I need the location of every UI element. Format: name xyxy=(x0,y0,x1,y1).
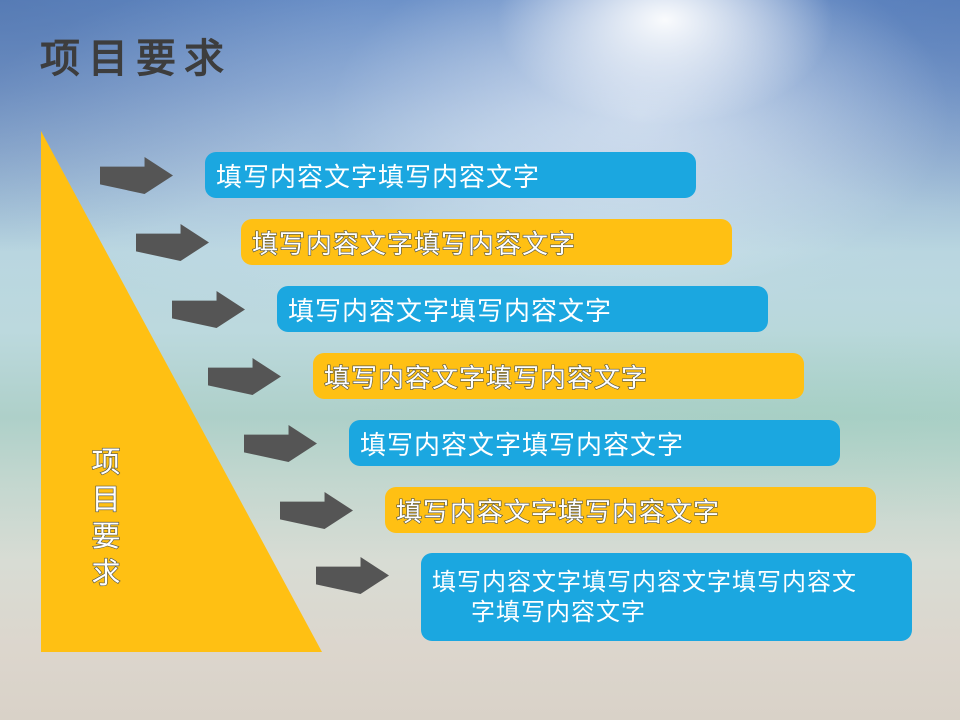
content-bar: 填写内容文字填写内容文字 xyxy=(241,219,732,265)
right-arrow-icon xyxy=(280,492,353,529)
page-title: 项目要求 xyxy=(40,36,232,82)
right-arrow-icon xyxy=(244,425,317,462)
content-bar-text: 填写内容文字填写内容文字 xyxy=(360,430,685,461)
content-bar: 填写内容文字填写内容文字填写内容文 字填写内容文字 xyxy=(421,553,912,641)
content-bar-text: 填写内容文字填写内容文字 xyxy=(323,363,649,394)
content-bar-text: 填写内容文字填写内容文字 xyxy=(395,497,721,528)
content-bar: 填写内容文字填写内容文字 xyxy=(277,286,768,332)
right-arrow-icon xyxy=(208,358,281,395)
content-bar: 填写内容文字填写内容文字 xyxy=(349,420,840,466)
content-bar-text: 填写内容文字填写内容文字 xyxy=(288,296,613,327)
content-bar-text: 填写内容文字填写内容文字 xyxy=(251,229,577,260)
triangle-label-char: 项 xyxy=(91,444,121,479)
right-arrow-icon xyxy=(100,157,173,194)
content-bar-text: 填写内容文字填写内容文字填写内容文 xyxy=(432,568,857,596)
triangle-label-char: 要 xyxy=(91,518,121,553)
content-bar-text: 字填写内容文字 xyxy=(471,598,646,626)
triangle-label-char: 目 xyxy=(91,481,121,516)
right-arrow-icon xyxy=(136,224,209,261)
triangle-label: 项 目 要 求 xyxy=(84,444,128,592)
content-bar-text: 填写内容文字填写内容文字 xyxy=(216,162,541,193)
right-arrow-icon xyxy=(172,291,245,328)
content-bar: 填写内容文字填写内容文字 xyxy=(205,152,696,198)
content-bar: 填写内容文字填写内容文字 xyxy=(313,353,804,399)
right-arrow-icon xyxy=(316,557,389,594)
content-bar: 填写内容文字填写内容文字 xyxy=(385,487,876,533)
triangle-label-char: 求 xyxy=(91,555,121,590)
